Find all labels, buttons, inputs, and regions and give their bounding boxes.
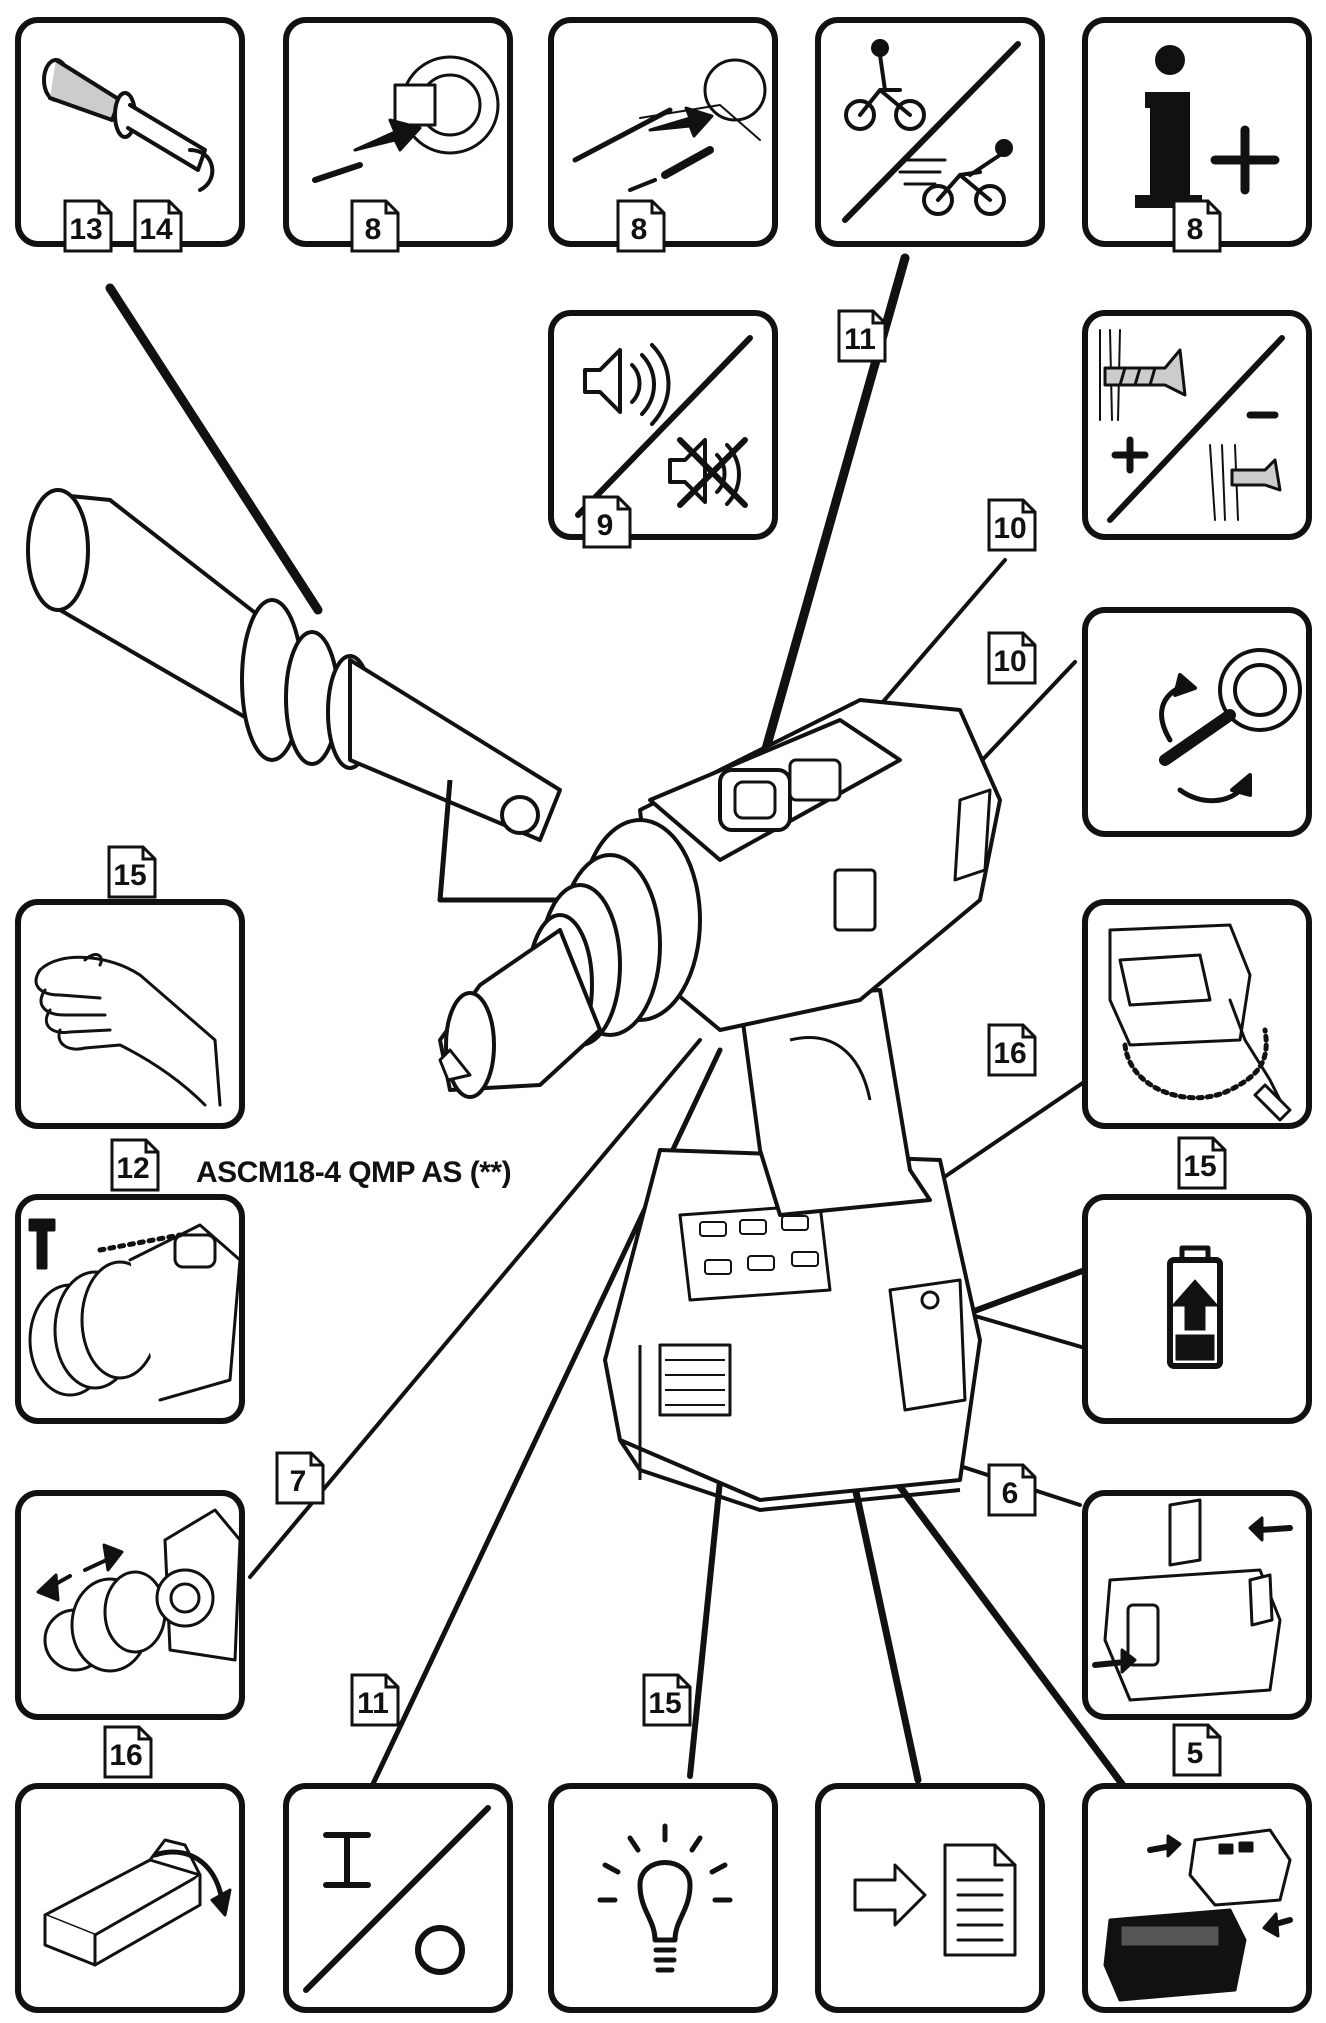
tag-label: 5	[1187, 1737, 1204, 1770]
torque-screw-icon	[1099, 329, 1285, 523]
tag-label: 10	[993, 645, 1026, 678]
reference-tags: 13 14 8 8 11 8 9 10 10 15 16 12 15 7 6 16 11 15 5	[63, 199, 1227, 1779]
power-on-off-icon	[303, 1805, 491, 1993]
side-handle	[26, 488, 562, 903]
tag-label: 12	[116, 1152, 149, 1185]
sound-on-off-icon	[575, 335, 753, 518]
tag-label: 8	[631, 213, 648, 246]
tag-belt-clip-0: 6	[987, 1463, 1037, 1517]
belt-clip-icon	[1092, 1498, 1293, 1702]
side-handle-icon	[42, 58, 215, 192]
tag-battery-charge-0: 15	[1177, 1136, 1227, 1190]
tag-torque-plus-minus-0: 10	[987, 498, 1037, 552]
drill-bit-insert-icon	[572, 58, 767, 192]
packaging-box-icon	[43, 1838, 232, 1967]
tag-sound-on-off-0: 9	[582, 495, 632, 549]
tag-packaging-0: 16	[103, 1725, 153, 1779]
tag-speed-slow-fast-0: 11	[837, 309, 887, 363]
chuck-change-icon	[36, 1508, 242, 1673]
grip	[738, 988, 932, 1217]
tag-bit-drill-insert-0: 8	[616, 199, 666, 253]
model-label: ASCM18-4 QMP AS (**)	[196, 1156, 512, 1189]
tag-grip-handle-1: 14	[133, 199, 183, 253]
bit-insert-icon	[312, 55, 500, 183]
bicycle-speed-icon	[842, 39, 1021, 223]
tag-label: 13	[69, 213, 102, 246]
tag-hand-vibration-0: 15	[107, 845, 157, 899]
drill-illustration	[26, 488, 1002, 1512]
tag-label: 8	[1187, 213, 1204, 246]
tag-label: 15	[113, 859, 146, 892]
tag-info-plus-0: 8	[1172, 199, 1222, 253]
document-icon	[853, 1843, 1017, 1957]
tag-label: 10	[993, 512, 1026, 545]
motor-housing	[638, 698, 1002, 1032]
chuck	[438, 928, 602, 1099]
tag-label: 11	[357, 1687, 389, 1720]
tag-rotation-direction-0: 10	[987, 631, 1037, 685]
tag-chuck-change-0: 7	[275, 1451, 325, 1505]
tag-label: 16	[993, 1037, 1026, 1070]
tag-battery-lanyard-0: 16	[987, 1023, 1037, 1077]
tag-label: 9	[597, 509, 614, 542]
tag-label: 16	[109, 1739, 142, 1772]
tag-bit-insert-0: 8	[350, 199, 400, 253]
tag-label: 6	[1002, 1477, 1019, 1510]
info-plus-icon	[1135, 45, 1280, 208]
tag-label: 11	[844, 323, 876, 356]
battery-lanyard-icon	[1108, 923, 1292, 1122]
tag-label: 7	[290, 1465, 307, 1498]
tag-label: 14	[139, 213, 173, 246]
tag-quick-chuck-mode-0: 12	[110, 1138, 160, 1192]
tag-power-on-off-0: 11	[350, 1673, 400, 1727]
battery-removal-icon	[1103, 1828, 1293, 2002]
battery-pack	[603, 1148, 982, 1512]
rotation-direction-icon	[1159, 648, 1302, 804]
battery-charge-icon	[1167, 1245, 1223, 1369]
tag-work-light-0: 15	[642, 1673, 692, 1727]
tag-label: 15	[1183, 1150, 1216, 1183]
light-bulb-icon	[597, 1823, 733, 1973]
tag-grip-handle-0: 13	[63, 199, 113, 253]
tag-battery-removal-0: 5	[1172, 1723, 1222, 1777]
tag-label: 15	[648, 1687, 681, 1720]
tag-label: 8	[365, 213, 382, 246]
quick-chuck-mode-icon	[28, 1218, 242, 1402]
hand-icon	[34, 953, 222, 1107]
